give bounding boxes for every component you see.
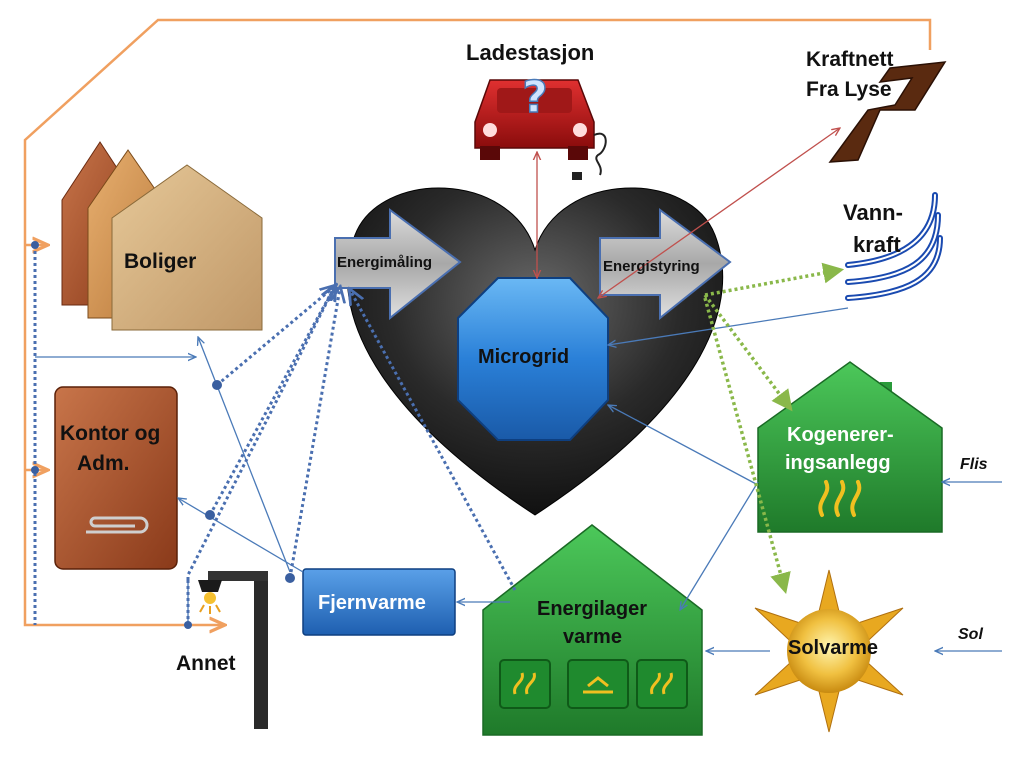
solid-blue-connectors [35, 307, 1002, 651]
flis-label: Flis [960, 456, 988, 473]
connector-dots [31, 241, 295, 629]
svg-text:?: ? [522, 72, 548, 123]
water-wave-icon [845, 192, 943, 301]
energimaling-label: Energimåling [337, 254, 433, 271]
energistyring-label: Energistyring [603, 258, 700, 275]
annet-label: Annet [176, 652, 236, 675]
street-lamp-icon [198, 571, 268, 729]
vannkraft-label-line2: kraft [853, 232, 901, 257]
red-connectors [537, 128, 840, 298]
energilager-label-line2: varme [563, 626, 622, 648]
kogen-house [757, 361, 943, 533]
sol-label: Sol [958, 626, 983, 643]
microgrid-label: Microgrid [478, 346, 570, 368]
car-question-icon: ? [474, 71, 607, 180]
energilager-house [482, 524, 703, 736]
boliger-houses [61, 141, 263, 331]
kontor-box [54, 386, 178, 570]
vannkraft-label-line1: Vann- [843, 200, 903, 225]
lightning-bolt-icon [828, 61, 947, 163]
fjernvarme-box [302, 568, 456, 636]
paperclip-icon [86, 516, 149, 534]
energilager-label-line1: Energilager [537, 598, 648, 620]
flame-icon [818, 480, 862, 517]
kraftnett-label-line2: Fra Lyse [806, 78, 892, 101]
kogen-label-line1: Kogenerer- [787, 424, 894, 446]
kontor-label-line2: Adm. [77, 452, 130, 475]
kogen-label-line2: ingsanlegg [785, 452, 891, 474]
sun-icon [754, 569, 904, 733]
ladestasjon-label: Ladestasjon [466, 40, 595, 65]
dotted-blue-connectors [33, 245, 517, 625]
kontor-label-line1: Kontor og [60, 422, 161, 445]
microgrid-octagon [457, 277, 609, 441]
boliger-label: Boliger [124, 250, 197, 273]
solvarme-label: Solvarme [788, 637, 879, 659]
fjernvarme-label: Fjernvarme [318, 592, 426, 614]
kraftnett-label-line1: Kraftnett [806, 48, 894, 71]
